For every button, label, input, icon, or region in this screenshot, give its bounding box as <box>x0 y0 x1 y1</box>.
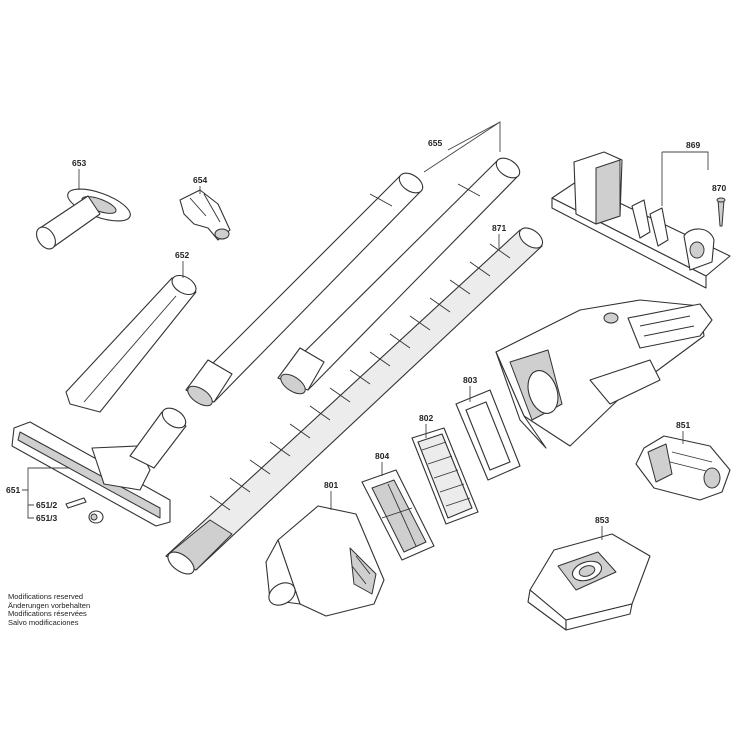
part-870-screw[interactable] <box>716 197 726 227</box>
label-801: 801 <box>324 480 338 490</box>
notice-line-fr: Modifications réservées <box>8 609 87 619</box>
label-869: 869 <box>686 140 700 150</box>
label-652: 652 <box>175 250 189 260</box>
part-653-upholstery-nozzle[interactable] <box>33 182 134 252</box>
label-655: 655 <box>428 138 442 148</box>
notice-line-es: Salvo modificaciones <box>8 617 79 627</box>
part-655-extension-tube-2[interactable] <box>277 154 523 398</box>
label-871: 871 <box>492 223 506 233</box>
part-853-charger[interactable] <box>527 533 651 631</box>
leader-869 <box>661 151 709 206</box>
part-vacuum-body[interactable] <box>495 299 713 449</box>
part-869-wall-bracket[interactable] <box>551 151 731 289</box>
part-651-3-wheel[interactable] <box>88 510 104 524</box>
label-653: 653 <box>72 158 86 168</box>
notice-line-de: Änderungen vorbehalten <box>8 600 91 610</box>
label-654: 654 <box>193 175 207 185</box>
part-803-filter-frame[interactable] <box>455 389 521 481</box>
label-802: 802 <box>419 413 433 423</box>
label-870: 870 <box>712 183 726 193</box>
part-651-floor-nozzle[interactable] <box>11 404 189 527</box>
modifications-notice: Modifications reserved Änderungen vorbeh… <box>8 592 91 627</box>
label-851: 851 <box>676 420 690 430</box>
part-871-flexible-hose[interactable] <box>164 224 546 578</box>
label-651-3: 651/3 <box>36 513 58 523</box>
part-655-extension-tube-1[interactable] <box>184 169 426 410</box>
leader-651 <box>22 467 70 519</box>
label-651: 651 <box>6 485 20 495</box>
leader-655 <box>423 121 501 173</box>
label-804: 804 <box>375 451 389 461</box>
label-651-2: 651/2 <box>36 500 58 510</box>
part-801-dust-container[interactable] <box>265 505 385 617</box>
part-651-2-screw[interactable] <box>65 497 87 509</box>
notice-line-en: Modifications reserved <box>8 592 84 601</box>
label-853: 853 <box>595 515 609 525</box>
part-654-clip[interactable] <box>179 189 231 241</box>
part-652-crevice-tool[interactable] <box>65 272 199 413</box>
label-803: 803 <box>463 375 477 385</box>
part-802-pleated-filter[interactable] <box>411 427 479 525</box>
part-804-foam-filter[interactable] <box>361 469 435 561</box>
part-851-battery[interactable] <box>635 435 731 501</box>
